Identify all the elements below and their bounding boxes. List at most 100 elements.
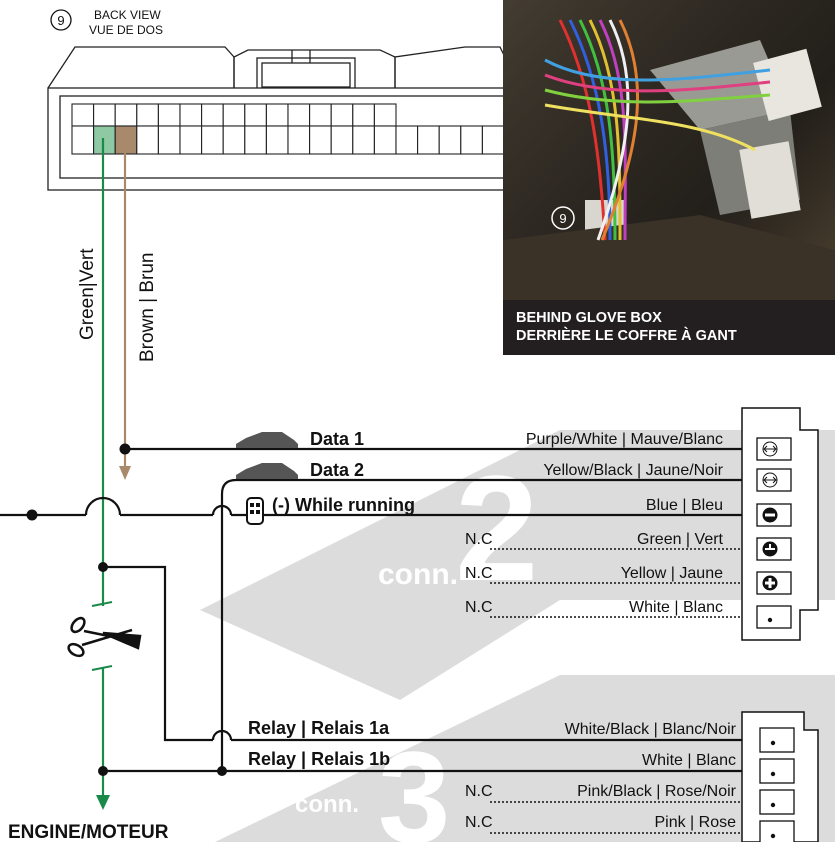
connector-pin	[438, 125, 462, 155]
conn2-row-wire: Yellow | Jaune	[621, 565, 723, 582]
bidirectional-arrow-icon	[756, 468, 792, 492]
connector-pin	[179, 125, 203, 155]
back-view-label-en: BACK VIEW	[94, 8, 161, 22]
connector-pin	[157, 103, 181, 127]
conn3-row-wire: Pink | Rose	[654, 814, 736, 831]
connector-pin	[179, 103, 203, 127]
connector-pin	[373, 103, 397, 127]
connector-pin	[136, 103, 159, 127]
conn2-row-nc: N.C	[465, 599, 493, 616]
back-view-label-fr: VUE DE DOS	[89, 23, 163, 37]
connector-pin	[157, 125, 181, 155]
conn3-row-wire: White/Black | Blanc/Noir	[565, 721, 737, 738]
conn2-watermark-word: conn.	[378, 558, 458, 591]
conn3-row-wire: Pink/Black | Rose/Noir	[577, 783, 737, 800]
brown-wire-arrowhead	[119, 466, 131, 480]
connector-pin	[71, 103, 95, 127]
connector-pin	[309, 125, 332, 155]
connector-9-pins-top-row	[71, 103, 397, 127]
conn3-watermark: conn. 3	[215, 675, 835, 842]
glove-box-photo: 9 BEHIND GLOVE BOX DERRIÈRE LE COFFRE À …	[503, 0, 835, 355]
dot-icon	[759, 727, 795, 753]
conn2-row-nc: N.C	[465, 565, 493, 582]
conn2-row-wire: Yellow/Black | Jaune/Noir	[543, 462, 723, 479]
connector-pin	[395, 125, 419, 155]
connector-pin	[330, 103, 354, 127]
conn2-row-wire: Blue | Bleu	[646, 497, 723, 514]
connector-pin	[265, 103, 289, 127]
photo-caption-line1: BEHIND GLOVE BOX	[516, 310, 662, 326]
car-icon	[236, 432, 298, 448]
connector-pin	[114, 103, 138, 127]
polarity-icon	[756, 537, 792, 561]
connector-pin	[373, 125, 397, 155]
conn2-row-nc: N.C	[465, 531, 493, 548]
conn3-pins	[759, 727, 795, 842]
bidirectional-arrow-icon	[756, 437, 792, 461]
connector-pin	[352, 103, 375, 127]
conn3-row-label: Relay | Relais 1b	[248, 749, 390, 769]
conn2-wiring	[0, 447, 752, 773]
connector-number-badge: 9	[50, 9, 72, 31]
photo-marker-badge: 9	[551, 206, 575, 230]
connector-pin	[330, 125, 354, 155]
conn3-watermark-number: 3	[378, 724, 450, 842]
conn2-row-wire: Green | Vert	[637, 531, 724, 548]
conn2-row-wire: Purple/White | Mauve/Blanc	[526, 431, 723, 448]
connector-pin	[244, 103, 267, 127]
connector-pin	[244, 125, 267, 155]
dot-icon	[756, 605, 792, 629]
connector-pin	[71, 125, 95, 155]
photo-caption-box	[503, 300, 835, 355]
positive-icon	[756, 571, 792, 595]
connector-pin	[93, 125, 116, 155]
dot-icon	[759, 789, 795, 815]
conn3-labels: Relay | Relais 1a White/Black | Blanc/Noi…	[248, 718, 737, 831]
green-wire-label: Green|Vert	[77, 248, 98, 340]
junction-dots	[26, 443, 227, 776]
connector-pin	[460, 125, 483, 155]
connector-pin	[481, 125, 505, 155]
cut-wire-symbol	[91, 601, 113, 671]
conn2-row-label: (-) While running	[272, 495, 415, 515]
connector-pin	[222, 125, 246, 155]
conn3-row-nc: N.C	[465, 814, 493, 831]
conn3-row-nc: N.C	[465, 783, 493, 800]
dot-icon	[759, 820, 795, 842]
photo-caption-line2: DERRIÈRE LE COFFRE À GANT	[516, 327, 737, 344]
connector-pin	[287, 125, 311, 155]
car-icon	[236, 463, 298, 479]
connector-pin	[265, 125, 289, 155]
svg-text:9: 9	[559, 211, 566, 226]
connector-9-pins-bottom-row	[71, 125, 527, 155]
conn2-row-wire: White | Blanc	[629, 599, 723, 616]
conn3-row-label: Relay | Relais 1a	[248, 718, 390, 738]
engine-label: ENGINE/MOTEUR	[8, 822, 169, 842]
connector-pin	[309, 103, 332, 127]
connector-pin	[222, 103, 246, 127]
conn2-watermark: conn. 2	[200, 430, 835, 700]
remote-icon	[246, 497, 264, 525]
connector-pin	[136, 125, 159, 155]
connector-pin	[201, 125, 224, 155]
negative-icon	[756, 503, 792, 527]
conn3-row-wire: White | Blanc	[642, 752, 736, 769]
brown-wire-label: Brown | Brun	[137, 253, 158, 362]
dot-icon	[759, 758, 795, 784]
conn2-row-label: Data 2	[310, 460, 364, 480]
scissors-icon	[67, 616, 142, 658]
green-wire-arrowhead	[96, 795, 110, 810]
connector-pin	[417, 125, 440, 155]
connector-pin	[287, 103, 311, 127]
conn2-pins	[756, 437, 792, 629]
svg-text:9: 9	[57, 13, 64, 28]
conn3-watermark-word: conn.	[295, 791, 359, 818]
connector-pin	[201, 103, 224, 127]
conn2-watermark-number: 2	[455, 444, 538, 612]
connector-pin	[352, 125, 375, 155]
conn2-row-label: Data 1	[310, 429, 364, 449]
connector-pin	[93, 103, 116, 127]
